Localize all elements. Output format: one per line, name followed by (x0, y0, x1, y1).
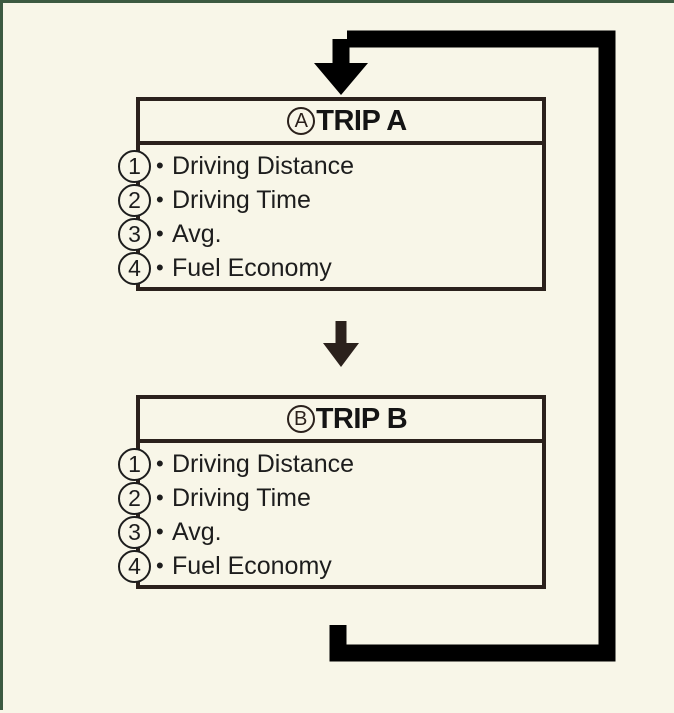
bullet-icon: • (156, 485, 164, 510)
metric-label: Driving Distance (172, 151, 355, 180)
trip-a-header: A TRIP A (140, 101, 542, 145)
trip-b-metric-row[interactable]: 2 • Driving Time (118, 481, 542, 515)
step-number-badge: 3 (118, 515, 151, 549)
bullet-icon: • (156, 553, 164, 578)
bullet-icon: • (156, 255, 164, 280)
metric-label: Driving Distance (172, 449, 355, 478)
trip-b-header-inner: B TRIP B (286, 402, 408, 436)
metric-label: Driving Time (172, 483, 311, 512)
step-number-badge: 1 (118, 447, 151, 481)
step-number-badge: 1 (118, 149, 151, 183)
bullet-icon: • (156, 221, 164, 246)
trip-a-title: TRIP A (316, 104, 407, 137)
trip-b-header: B TRIP B (140, 399, 542, 443)
trip-a-metric-row[interactable]: 1 • Driving Distance (118, 149, 542, 183)
metric-label: Avg. (172, 517, 222, 546)
arrow-trip-a-to-trip-b-head (323, 343, 359, 367)
trip-a-panel[interactable]: A TRIP A 1 • Driving Distance 2 • Drivin… (118, 97, 546, 291)
bullet-icon: • (156, 187, 164, 212)
trip-a-letter-badge: A (287, 107, 316, 135)
trip-b-metric-row[interactable]: 4 • Fuel Economy (118, 549, 542, 583)
step-number-badge: 2 (118, 183, 151, 217)
arrow-into-trip-a-head (314, 63, 368, 95)
trip-b-metrics-list: 1 • Driving Distance 2 • Driving Time 3 … (118, 443, 542, 583)
trip-b-letter-badge: B (286, 405, 315, 433)
trip-a-metric-row[interactable]: 3 • Avg. (118, 217, 542, 251)
trip-a-metric-row[interactable]: 2 • Driving Time (118, 183, 542, 217)
step-number-badge: 4 (118, 251, 151, 285)
metric-label: Driving Time (172, 185, 311, 214)
step-number-badge: 2 (118, 481, 151, 515)
metric-label: Fuel Economy (172, 253, 332, 282)
bullet-icon: • (156, 519, 164, 544)
trip-a-metric-row[interactable]: 4 • Fuel Economy (118, 251, 542, 285)
trip-b-metric-row[interactable]: 3 • Avg. (118, 515, 542, 549)
trip-a-header-inner: A TRIP A (287, 104, 407, 138)
metric-label: Fuel Economy (172, 551, 332, 580)
flow-connectors (314, 30, 616, 662)
step-number-badge: 3 (118, 217, 151, 251)
trip-b-metric-row[interactable]: 1 • Driving Distance (118, 447, 542, 481)
trip-a-metrics-list: 1 • Driving Distance 2 • Driving Time 3 … (118, 145, 542, 285)
bullet-icon: • (156, 153, 164, 178)
trip-b-title: TRIP B (315, 402, 408, 435)
metric-label: Avg. (172, 219, 222, 248)
step-number-badge: 4 (118, 549, 151, 583)
trip-b-panel[interactable]: B TRIP B 1 • Driving Distance 2 • Drivin… (118, 395, 546, 589)
bullet-icon: • (156, 451, 164, 476)
loop-return-path (329, 30, 616, 662)
